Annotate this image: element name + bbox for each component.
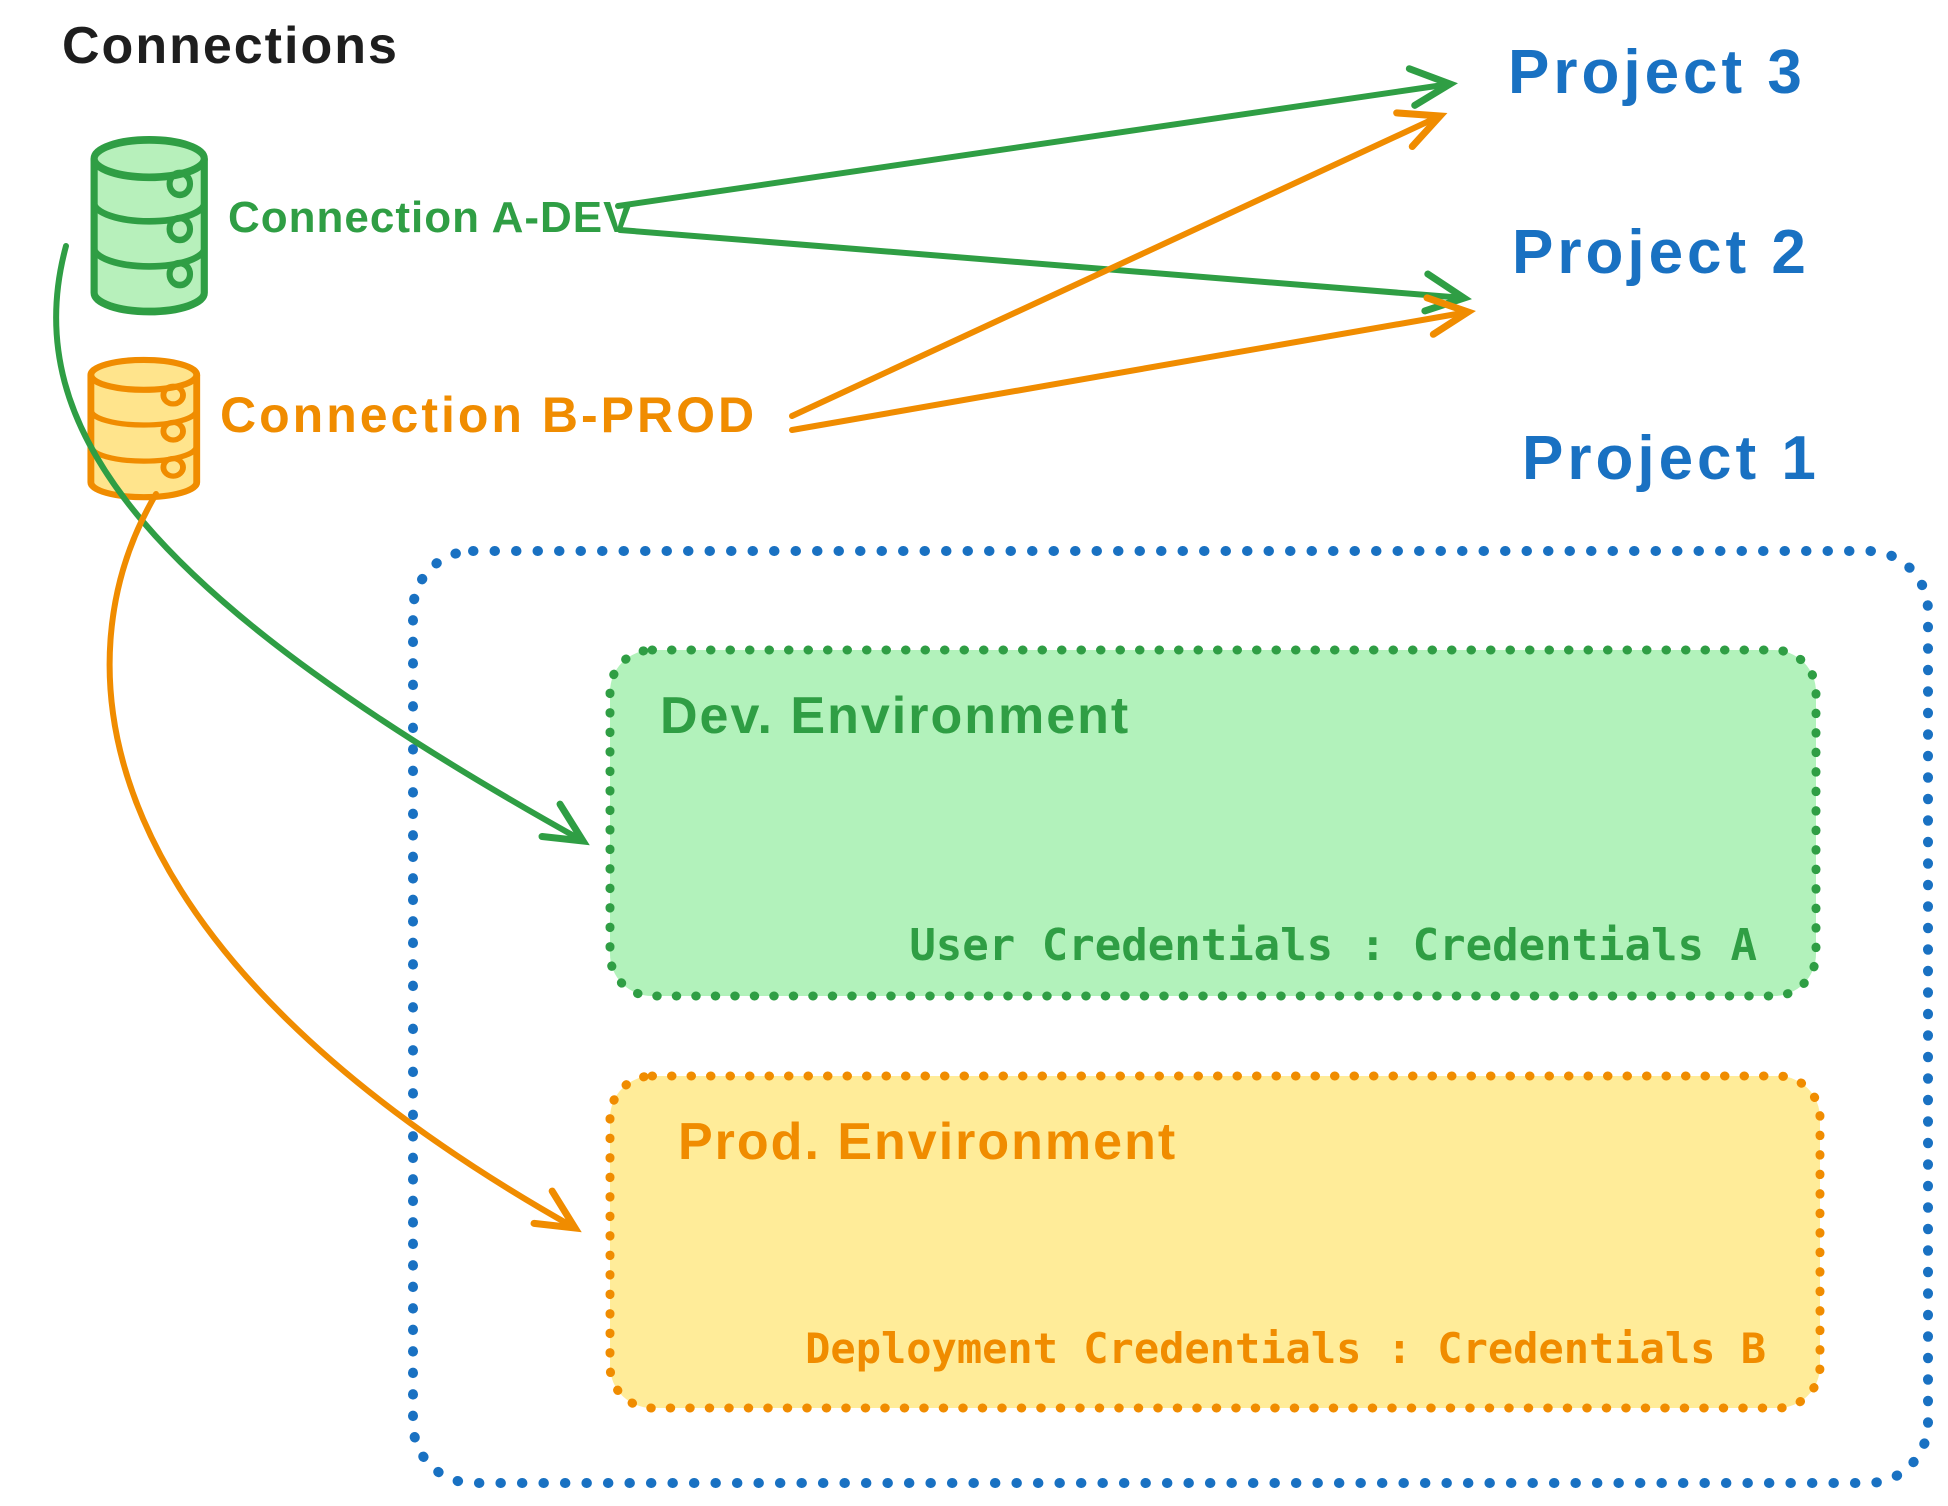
arrow-a-dev-to-project-3 [615, 65, 1458, 209]
arrow-b-prod-to-prod-environment [106, 491, 582, 1233]
database-icon-dev [90, 136, 208, 316]
project-1-label: Project 1 [1522, 424, 1820, 493]
arrow-a-dev-to-project-2 [617, 227, 1472, 315]
prod-environment-title: Prod. Environment [678, 1113, 1178, 1171]
project-2-label: Project 2 [1512, 218, 1810, 287]
dev-environment-credentials: User Credentials : Credentials A [909, 920, 1757, 971]
prod-environment-credentials: Deployment Credentials : Credentials B [805, 1324, 1766, 1373]
database-icon-prod [87, 356, 201, 501]
project-3-label: Project 3 [1508, 38, 1806, 107]
project-1-box [408, 546, 1933, 1488]
arrow-b-prod-to-project-2 [789, 294, 1476, 433]
prod-environment-box [605, 1071, 1825, 1413]
arrow-b-prod-to-project-3 [789, 109, 1448, 419]
connection-a-dev-label: Connection A-DEV [228, 193, 634, 242]
dev-environment-box [605, 645, 1821, 1001]
connection-b-prod-label: Connection B-PROD [220, 387, 758, 443]
dev-environment-title: Dev. Environment [660, 687, 1131, 745]
diagram-title: Connections [62, 17, 399, 75]
